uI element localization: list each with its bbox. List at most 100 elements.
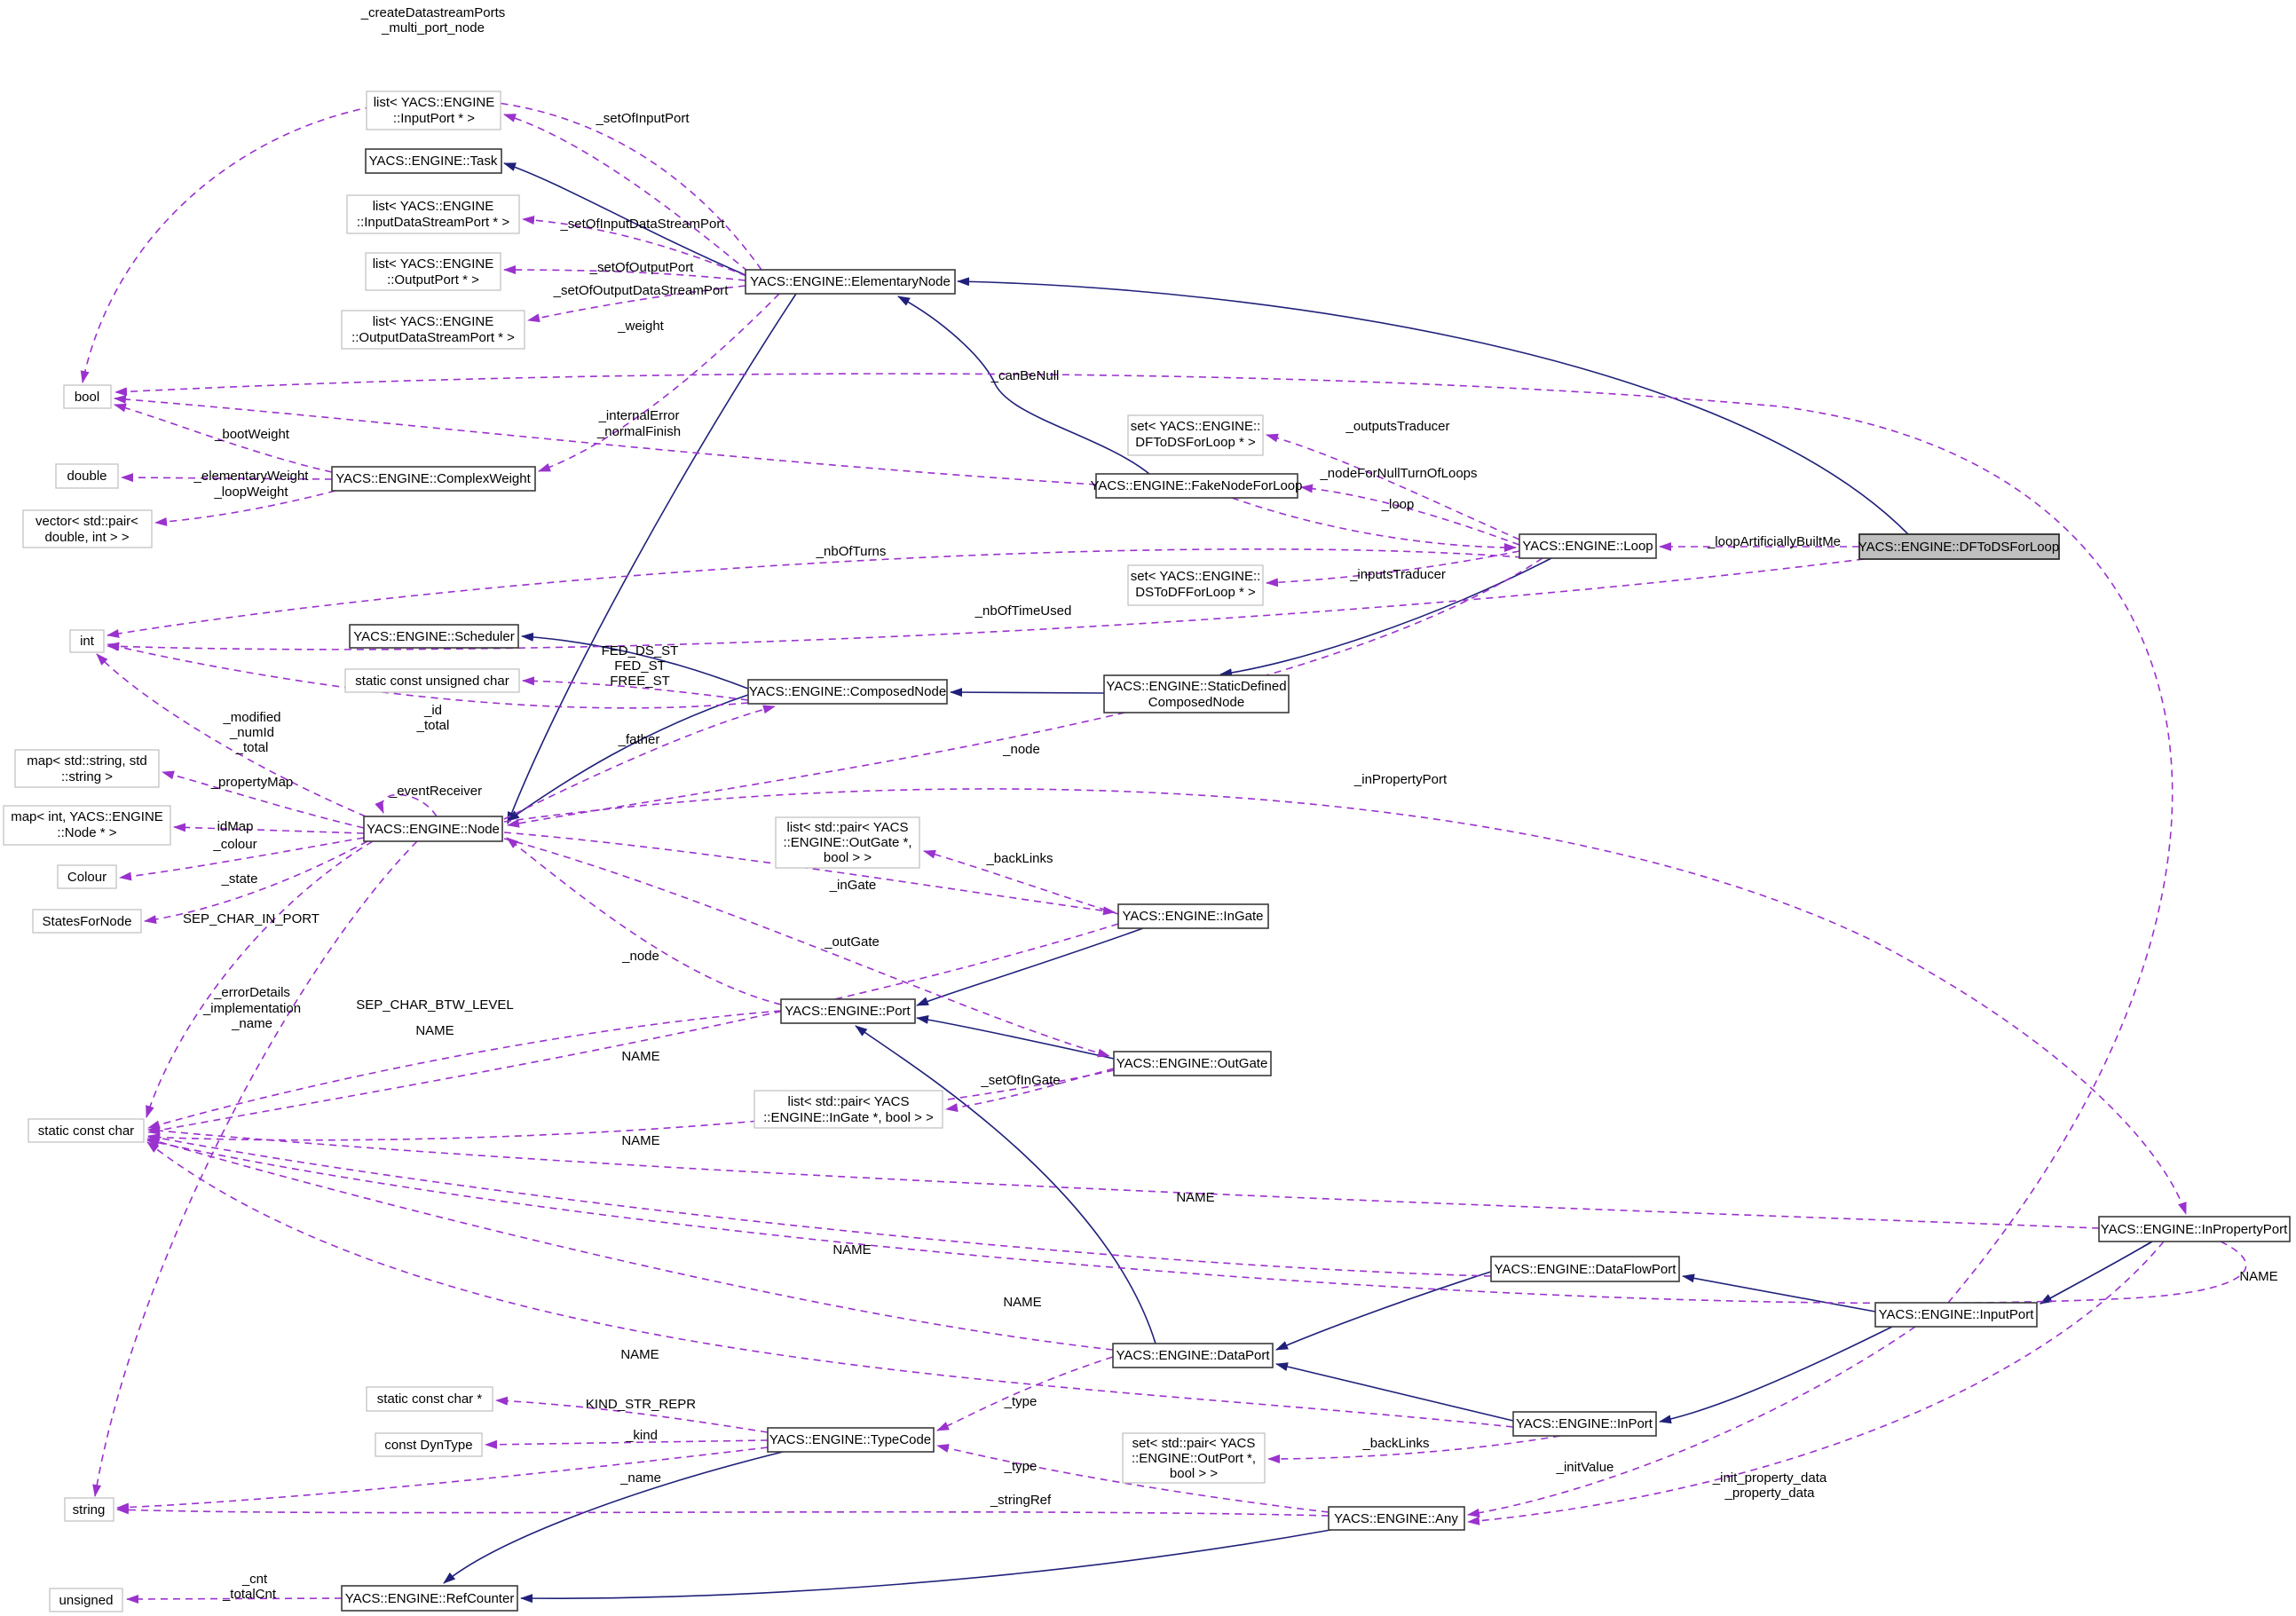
class-box-typecode[interactable]: YACS::ENGINE::TypeCode: [767, 1427, 935, 1453]
class-box-outgate[interactable]: YACS::ENGINE::OutGate: [1113, 1051, 1272, 1076]
edge-ingate-port: [916, 927, 1144, 1006]
class-box-list-pair-outgate: list< std::pair< YACS ::ENGINE::OutGate …: [775, 816, 920, 869]
class-box-set-pair-outport: set< std::pair< YACS ::ENGINE::OutPort *…: [1122, 1432, 1266, 1484]
class-box-task[interactable]: YACS::ENGINE::Task: [365, 148, 502, 174]
class-box-inpropertyport[interactable]: YACS::ENGINE::InPropertyPort: [2098, 1216, 2291, 1242]
edge-inpropertyport-staticconstchar: [147, 1126, 2100, 1229]
class-box-refcounter[interactable]: YACS::ENGINE::RefCounter: [341, 1585, 518, 1612]
class-box-label: YACS::ENGINE::OutGate: [1116, 1056, 1268, 1071]
edge-node-self-eventreceiver: [375, 793, 438, 817]
class-box-label: vector< std::pair<: [36, 514, 138, 529]
edge-label: _nbOfTimeUsed: [974, 603, 1072, 619]
edge-label: _node: [1002, 742, 1040, 757]
edge-label: _setOfInGate: [980, 1073, 1060, 1088]
edge-port-node: [506, 837, 782, 1005]
edge-loop-int: [107, 548, 1523, 638]
edge-label: _elementaryWeight: [193, 469, 310, 484]
class-box-loop[interactable]: YACS::ENGINE::Loop: [1519, 533, 1657, 559]
edge-label: _father: [618, 732, 660, 747]
edge-label: NAME: [1003, 1295, 1041, 1310]
edge-dataflowport-staticconstchar: [147, 1133, 1492, 1277]
edge-label: _init_property_data: [1712, 1470, 1827, 1486]
class-box-elementarynode[interactable]: YACS::ENGINE::ElementaryNode: [745, 269, 956, 295]
edge-loop-node: [507, 557, 1543, 828]
class-box-colour: Colour: [57, 864, 117, 889]
edge-label: _numId: [229, 725, 274, 740]
edge-complexweight-double: [121, 473, 333, 483]
edge-label: KIND_STR_REPR: [586, 1397, 696, 1412]
edge-label: _modified: [222, 710, 280, 725]
class-box-label: list< std::pair< YACS: [787, 1094, 909, 1109]
edge-inpropertyport-any: [1467, 1241, 2165, 1525]
edge-label: _colour: [212, 837, 256, 852]
class-box-ingate[interactable]: YACS::ENGINE::InGate: [1117, 903, 1269, 929]
edge-node-statesfornode: [144, 840, 368, 924]
edge-label: _inGate: [829, 878, 877, 893]
edge-label: _outGate: [824, 934, 880, 950]
edge-staticdefined-composednode: [950, 688, 1105, 698]
edge-typecode-dyntype: [485, 1439, 769, 1449]
class-box-any[interactable]: YACS::ENGINE::Any: [1328, 1506, 1465, 1531]
edge-label: idMap: [217, 819, 254, 834]
edge-label: SEP_CHAR_IN_PORT: [183, 911, 320, 926]
class-box-unsigned: unsigned: [49, 1588, 123, 1612]
class-box-label: list< std::pair< YACS: [786, 820, 908, 835]
edge-fakenode-bool: [114, 395, 1097, 485]
edge-inpropertyport-name-staticconstchar: [146, 1138, 2247, 1305]
class-box-dataport[interactable]: YACS::ENGINE::DataPort: [1112, 1343, 1274, 1368]
edge-label: _bootWeight: [214, 427, 290, 442]
class-box-label: double, int > >: [44, 530, 129, 545]
edge-fakenode-elementarynode: [897, 296, 1150, 475]
edge-labels: _createDatastreamPorts _multi_port_node …: [183, 5, 2278, 1602]
class-box-map-int-node: map< int, YACS::ENGINE ::Node * >: [3, 805, 171, 846]
class-box-inport[interactable]: YACS::ENGINE::InPort: [1512, 1411, 1657, 1437]
class-box-dataflowport[interactable]: YACS::ENGINE::DataFlowPort: [1490, 1256, 1680, 1282]
class-box-list-outputdatastreamport: list< YACS::ENGINE ::OutputDataStreamPor…: [341, 310, 525, 350]
class-box-port[interactable]: YACS::ENGINE::Port: [780, 998, 916, 1024]
edge-label: _initValue: [1556, 1460, 1614, 1475]
edge-any-string: [116, 1505, 1329, 1517]
class-box-label: ::InputPort * >: [393, 111, 475, 126]
edge-label: FED_ST: [614, 658, 666, 674]
edge-label: _errorDetails: [213, 985, 290, 1000]
class-box-composednode[interactable]: YACS::ENGINE::ComposedNode: [747, 679, 948, 705]
class-box-complexweight[interactable]: YACS::ENGINE::ComplexWeight: [331, 466, 536, 492]
class-box-dftodsforloop-focus[interactable]: YACS::ENGINE::DFToDSForLoop: [1858, 533, 2060, 560]
class-box-label: YACS::ENGINE::InPort: [1516, 1416, 1653, 1431]
edge-label: _implementation: [202, 1001, 301, 1016]
class-box-label: DSToDFForLoop * >: [1135, 585, 1256, 600]
edge-refcounter-unsigned: [126, 1594, 343, 1604]
edge-node-mapintnode: [173, 823, 365, 834]
class-box-fakenodeforloop[interactable]: YACS::ENGINE::FakeNodeForLoop: [1091, 473, 1303, 499]
class-box-statesfornode: StatesForNode: [32, 909, 142, 934]
edge-outgate-port: [916, 1015, 1115, 1060]
edge-composednode-staticuchar: [522, 676, 749, 701]
edge-node-staticconstchar: [146, 840, 374, 1118]
edge-node-outgate: [503, 838, 1110, 1058]
class-box-label: YACS::ENGINE::FakeNodeForLoop: [1091, 478, 1303, 493]
edge-label: _multi_port_node: [381, 20, 485, 35]
class-box-vector-pair: vector< std::pair< double, int > >: [22, 509, 153, 548]
class-box-staticdefinedcomposednode[interactable]: YACS::ENGINE::StaticDefined ComposedNode: [1103, 674, 1290, 713]
edge-outgate-staticconstchar: [147, 1069, 1115, 1142]
edge-label: _internalError: [598, 408, 680, 423]
class-box-scheduler[interactable]: YACS::ENGINE::Scheduler: [349, 624, 519, 649]
class-box-label: YACS::ENGINE::ComplexWeight: [335, 471, 531, 486]
edge-label: _total: [235, 740, 269, 755]
edge-elementarynode-listoutputport: [503, 265, 746, 281]
class-box-double: double: [55, 463, 119, 489]
edge-label: _normalFinish: [596, 424, 681, 439]
edge-elementarynode-complexweight: [538, 293, 780, 472]
edge-label: NAME: [621, 1133, 659, 1148]
edge-label: _inPropertyPort: [1353, 772, 1448, 787]
class-box-label: YACS::ENGINE::Task: [369, 154, 498, 169]
edge-loop-setdstodf: [1266, 550, 1520, 587]
edge-label: NAME: [2239, 1269, 2277, 1284]
class-box-node[interactable]: YACS::ENGINE::Node: [363, 816, 503, 842]
usage-edges: [80, 99, 2247, 1604]
class-box-inputport[interactable]: YACS::ENGINE::InputPort: [1874, 1302, 2038, 1328]
class-box-set-dftodsforloop: set< YACS::ENGINE:: DFToDSForLoop * >: [1127, 414, 1264, 456]
edge-dataport-typecode: [936, 1356, 1114, 1431]
edge-label: _name: [619, 1470, 661, 1486]
